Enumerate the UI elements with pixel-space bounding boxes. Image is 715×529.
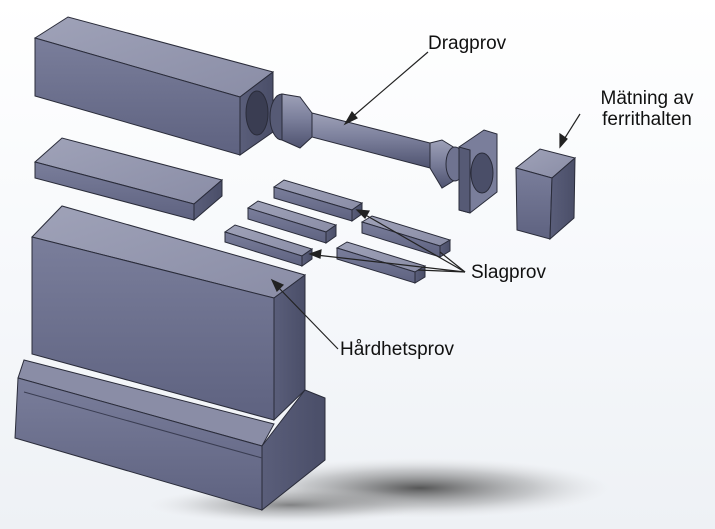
block-shadow-2 bbox=[150, 487, 430, 523]
leader-slagprov-1 bbox=[361, 212, 466, 273]
label-matning: Mätning av ferrithalten bbox=[591, 88, 703, 130]
label-slagprov: Slagprov bbox=[471, 262, 546, 283]
impact-bar-1 bbox=[272, 179, 364, 222]
arrowhead-dragprov bbox=[343, 110, 358, 126]
leader-slagprov-3 bbox=[439, 251, 466, 273]
leader-lines bbox=[270, 51, 581, 350]
label-matning-line2: ferrithalten bbox=[602, 109, 692, 130]
arrowhead-slagprov-1 bbox=[355, 209, 370, 219]
arrowhead-hardhet bbox=[270, 278, 285, 293]
top-bar-part bbox=[33, 16, 275, 156]
ring-plate bbox=[458, 129, 498, 214]
leader-hardhet bbox=[275, 284, 339, 350]
leader-slagprov-4 bbox=[417, 269, 466, 273]
leader-dragprov bbox=[349, 51, 429, 120]
leader-slagprov-2 bbox=[315, 254, 466, 273]
impact-bar-2 bbox=[246, 200, 338, 244]
tensile-specimen bbox=[269, 93, 465, 189]
label-dragprov: Dragprov bbox=[428, 33, 507, 54]
flat-plate bbox=[33, 137, 224, 222]
label-hardhetsprov: Hårdhetsprov bbox=[340, 339, 455, 360]
impact-bar-3 bbox=[223, 224, 314, 267]
leader-matning bbox=[562, 113, 581, 142]
label-matning-line1: Mätning av bbox=[600, 88, 694, 109]
arrowhead-matning bbox=[559, 132, 568, 149]
arrowhead-slagprov-2 bbox=[308, 249, 322, 259]
ferrite-block bbox=[514, 148, 577, 241]
main-block bbox=[14, 205, 326, 512]
